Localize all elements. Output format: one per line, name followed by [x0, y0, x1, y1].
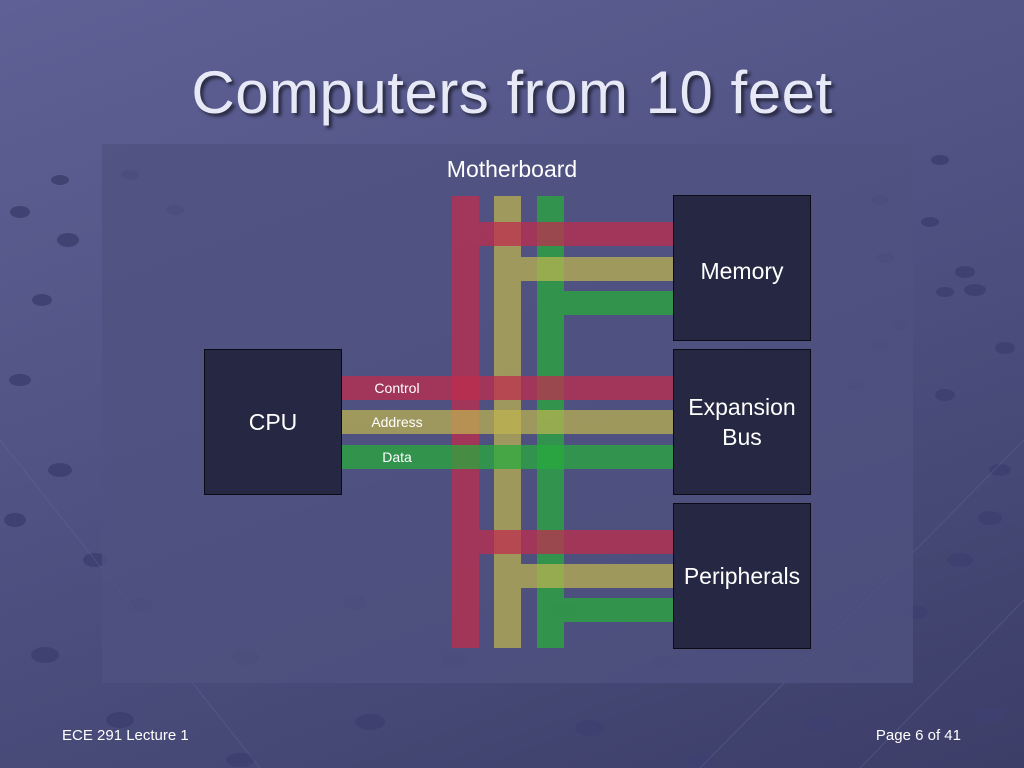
slide-title: Computers from 10 feet	[191, 59, 833, 126]
address-bus-peripherals	[521, 564, 674, 588]
expansion-bus-label-line2: Bus	[722, 424, 762, 450]
footer-course: ECE 291 Lecture 1	[62, 727, 189, 744]
control-bus-label: Control	[374, 380, 420, 396]
expansion-bus-label-line1: Expansion	[688, 394, 796, 420]
data-bus-memory	[564, 291, 674, 315]
peripherals-box: Peripherals	[673, 503, 811, 649]
expansion-bus-box: Expansion Bus	[673, 349, 811, 495]
motherboard-label: Motherboard	[446, 156, 578, 182]
data-bus-trunk	[342, 445, 674, 469]
data-bus-peripherals	[564, 598, 674, 622]
control-bus-peripherals	[479, 530, 674, 554]
address-bus-trunk	[342, 410, 674, 434]
control-bus-memory	[479, 222, 674, 246]
peripherals-label: Peripherals	[683, 563, 801, 589]
address-bus-label: Address	[371, 414, 423, 430]
data-bus-label: Data	[382, 449, 412, 465]
control-bus-trunk	[342, 376, 674, 400]
cpu-box: CPU	[204, 349, 342, 495]
cpu-label: CPU	[248, 409, 298, 435]
address-bus-memory	[521, 257, 674, 281]
memory-box: Memory	[673, 195, 811, 341]
footer-page-number: Page 6 of 41	[875, 727, 961, 744]
memory-label: Memory	[700, 258, 784, 284]
